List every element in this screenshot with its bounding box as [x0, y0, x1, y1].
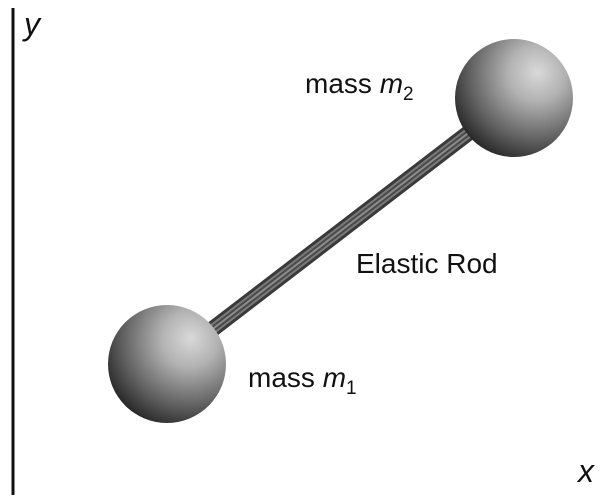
- mass-2-sphere: [455, 39, 573, 157]
- y-axis-label: y: [24, 6, 40, 42]
- mass-1-subscript: 1: [346, 378, 357, 399]
- mass-2-subscript: 2: [403, 84, 414, 105]
- mass-1-symbol: m: [322, 362, 347, 393]
- mass-2-label: mass m2: [305, 68, 414, 105]
- mass-2-prefix: mass: [305, 68, 372, 99]
- mass-1-label: mass m1: [248, 362, 357, 399]
- elastic-rod: [162, 91, 519, 371]
- mass-1-sphere: [108, 305, 226, 423]
- mass-1-prefix: mass: [248, 362, 315, 393]
- mass-2-symbol: m: [379, 68, 404, 99]
- x-axis-label: x: [578, 453, 594, 489]
- rod-label: Elastic Rod: [356, 248, 498, 279]
